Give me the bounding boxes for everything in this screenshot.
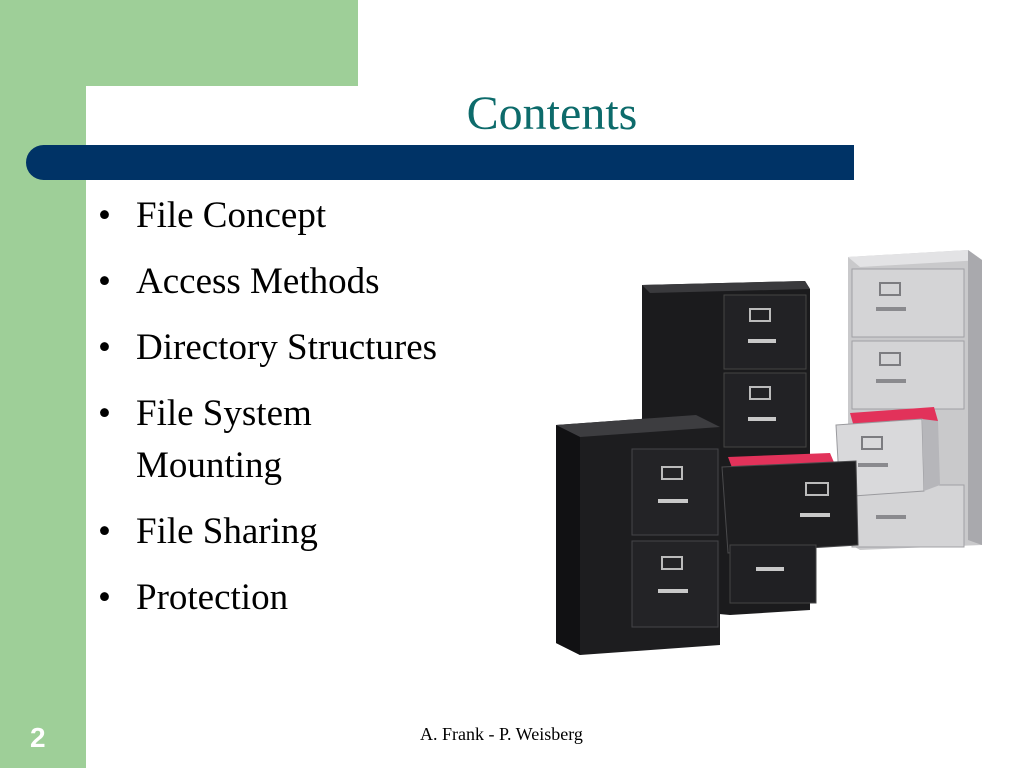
bullet-dot: • <box>98 261 111 302</box>
bullet-item: • File Sharing <box>98 506 437 558</box>
bullet-text-continued: Mounting <box>136 445 282 486</box>
bullet-dot: • <box>98 195 111 236</box>
bullet-text: Protection <box>136 577 289 618</box>
green-sidebar <box>0 0 86 768</box>
bullet-text: Directory Structures <box>136 327 438 368</box>
bullet-item: • File Concept <box>98 190 437 242</box>
filing-cabinets-icon <box>556 250 982 655</box>
green-top-band <box>86 0 358 86</box>
bullet-dot: • <box>98 577 111 618</box>
bullet-text: File Sharing <box>136 511 318 552</box>
bullet-list: • File Concept • Access Methods • Directory… <box>98 190 437 638</box>
bullet-item: • Directory Structures <box>98 322 437 374</box>
bullet-item: • Access Methods <box>98 256 437 308</box>
footer-author: A. Frank - P. Weisberg <box>420 724 583 744</box>
bullet-text: Access Methods <box>136 261 380 302</box>
bullet-dot: • <box>98 327 111 368</box>
bullet-dot: • <box>98 511 111 552</box>
slide-title: Contents <box>466 87 638 140</box>
bullet-dot: • <box>98 393 111 434</box>
page-number: 2 <box>30 722 46 753</box>
bullet-text: File System <box>136 393 312 434</box>
title-underline-bar <box>26 145 854 180</box>
bullet-text: File Concept <box>136 195 327 236</box>
bullet-item: • Protection <box>98 572 437 624</box>
